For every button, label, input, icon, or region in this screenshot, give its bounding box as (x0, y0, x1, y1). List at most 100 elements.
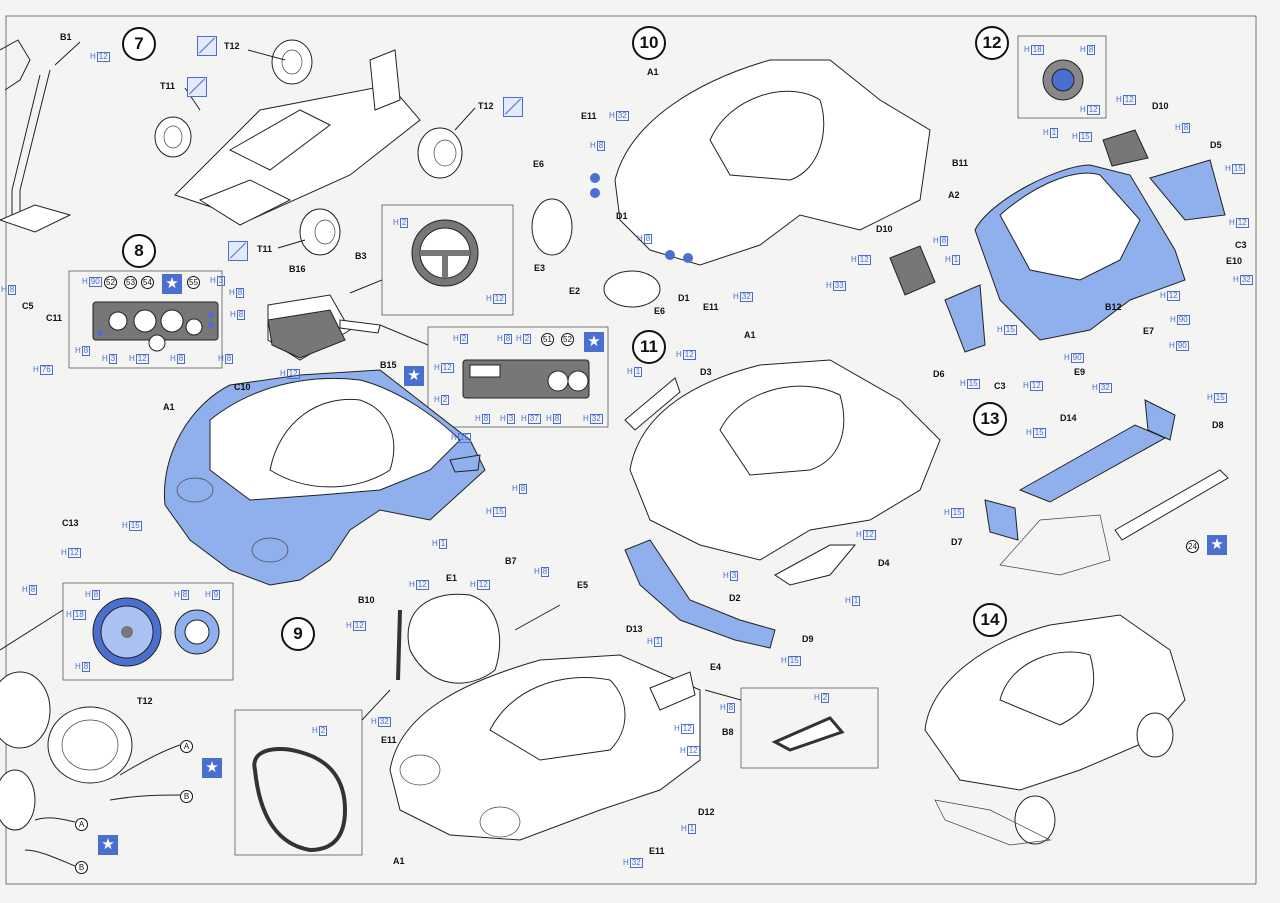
car-body-step8 (163, 294, 486, 586)
car-body-step9 (389, 593, 701, 841)
decal-number-icon: 24 (1186, 540, 1199, 553)
step-12: 12 (975, 26, 1009, 60)
step-8: 8 (122, 234, 156, 268)
part-label: D1 (678, 293, 690, 303)
part-label: T12 (137, 696, 153, 706)
part-label: E1 (446, 573, 458, 583)
decal-number-icon: 53 (124, 276, 137, 289)
part-label: E7 (1143, 326, 1155, 336)
part-label: B8 (722, 727, 734, 737)
star-icon: ★ (404, 366, 424, 386)
part-label: A1 (647, 67, 659, 77)
part-label: D6 (933, 369, 945, 379)
part-label: D10 (1152, 101, 1169, 111)
part-label: B11 (952, 158, 969, 168)
part-label: D1 (616, 211, 628, 221)
step-9: 9 (281, 617, 315, 651)
part-label: E11 (703, 302, 719, 312)
part-label: D2 (729, 593, 741, 603)
rear-wing-step13 (984, 399, 1229, 576)
no-cement-icon (228, 241, 248, 261)
part-label: B10 (358, 595, 375, 605)
part-label: B1 (60, 32, 72, 42)
part-label: C10 (234, 382, 251, 392)
stand-drawing-step6 (0, 39, 81, 233)
part-label: C3 (994, 381, 1006, 391)
rear-cowl-step12 (889, 35, 1226, 353)
part-label: D12 (698, 807, 715, 817)
star-icon: ★ (162, 274, 182, 294)
star-icon: ★ (98, 835, 118, 855)
car-body-step11 (624, 359, 941, 649)
star-icon: ★ (202, 758, 222, 778)
part-label: T11 (257, 244, 273, 254)
part-label: E2 (569, 286, 581, 296)
part-label: A1 (163, 402, 175, 412)
part-label: E9 (1074, 367, 1086, 377)
part-label: T11 (160, 81, 176, 91)
part-label: D5 (1210, 140, 1222, 150)
part-label: E11 (381, 735, 397, 745)
decal-number-icon: B (180, 790, 193, 803)
part-label: E10 (1226, 256, 1243, 266)
part-label: B16 (289, 264, 306, 274)
part-label: D9 (802, 634, 814, 644)
part-label: B15 (380, 360, 397, 370)
car-body-step10 (531, 59, 931, 308)
part-label: C3 (1235, 240, 1247, 250)
part-label: D8 (1212, 420, 1224, 430)
decal-number-icon: A (75, 818, 88, 831)
decal-number-icon: 54 (141, 276, 154, 289)
part-label: T12 (224, 41, 240, 51)
part-label: C5 (22, 301, 34, 311)
step-10: 10 (632, 26, 666, 60)
part-label: T12 (478, 101, 494, 111)
part-label: A2 (948, 190, 960, 200)
